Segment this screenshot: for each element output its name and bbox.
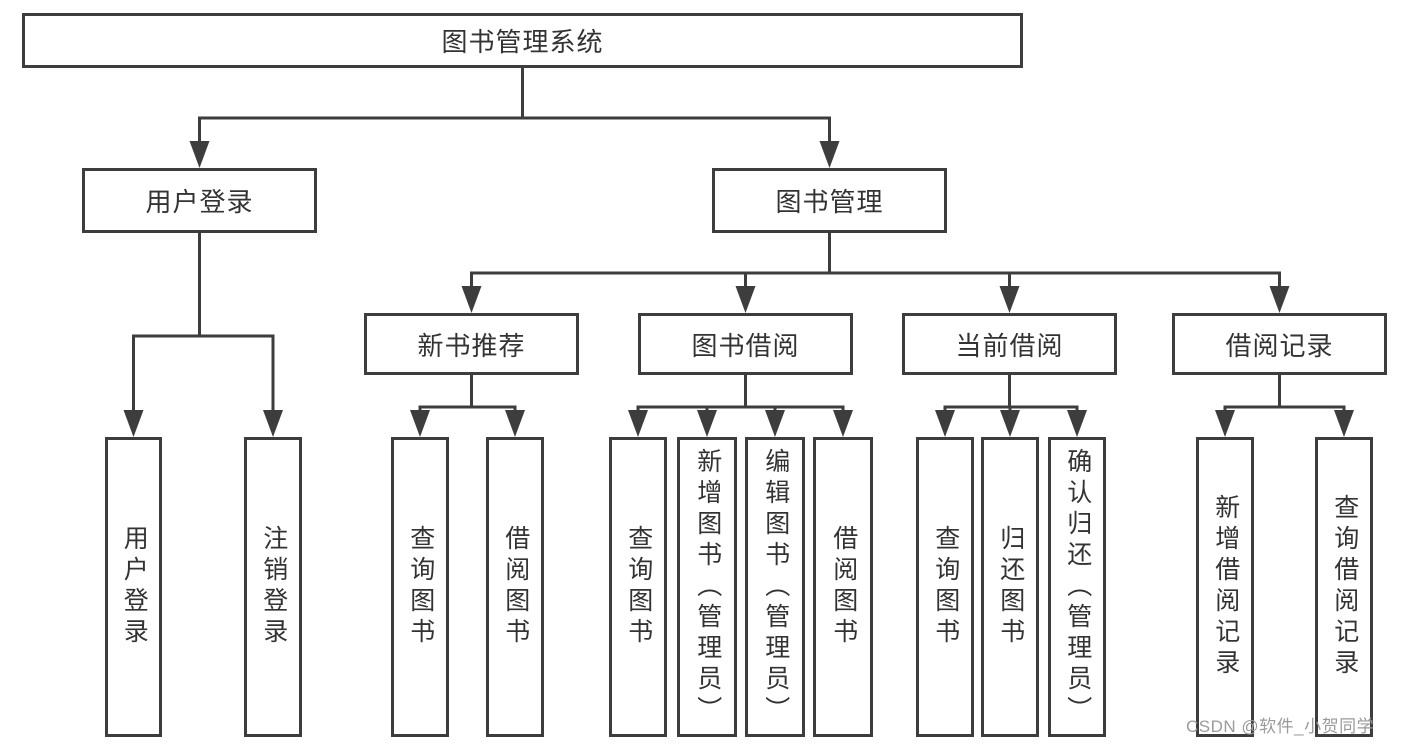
leaf-newbook-borrow-book: 借阅图书 xyxy=(486,437,544,737)
node-user-login-label: 用户登录 xyxy=(145,187,254,217)
leaf-record-query-borrow-record: 查询借阅记录 xyxy=(1315,437,1373,737)
node-current-borrow: 当前借阅 xyxy=(902,313,1117,375)
leaf-logout-login-label: 注销登录 xyxy=(259,525,288,649)
leaf-current-confirm-return-admin: 确认归还（管理员） xyxy=(1048,437,1106,737)
leaf-borrow-borrow-book-label: 借阅图书 xyxy=(829,525,858,649)
node-book-borrow: 图书借阅 xyxy=(638,313,853,375)
watermark: CSDN @软件_小贺同学 xyxy=(1186,717,1375,736)
leaf-newbook-query-book-label: 查询图书 xyxy=(406,525,435,649)
node-book-management: 图书管理 xyxy=(712,168,947,233)
leaf-borrow-add-book-admin-label: 新增图书（管理员） xyxy=(693,447,722,727)
leaf-logout-login: 注销登录 xyxy=(244,437,302,737)
leaf-current-query-book: 查询图书 xyxy=(916,437,974,737)
leaf-current-return-book: 归还图书 xyxy=(981,437,1039,737)
leaf-current-confirm-return-admin-label: 确认归还（管理员） xyxy=(1063,447,1092,727)
node-current-borrow-label: 当前借阅 xyxy=(955,330,1064,361)
node-user-login: 用户登录 xyxy=(82,168,317,233)
leaf-borrow-edit-book-admin-label: 编辑图书（管理员） xyxy=(761,447,790,727)
leaf-borrow-edit-book-admin: 编辑图书（管理员） xyxy=(745,437,805,737)
leaf-borrow-borrow-book: 借阅图书 xyxy=(813,437,873,737)
leaf-borrow-query-book: 查询图书 xyxy=(609,437,667,737)
node-book-borrow-label: 图书借阅 xyxy=(691,330,800,361)
leaf-newbook-query-book: 查询图书 xyxy=(391,437,449,737)
leaf-record-query-borrow-record-label: 查询借阅记录 xyxy=(1330,494,1359,680)
leaf-record-add-borrow-record: 新增借阅记录 xyxy=(1196,437,1254,737)
node-root-label: 图书管理系统 xyxy=(441,27,604,57)
leaf-newbook-borrow-book-label: 借阅图书 xyxy=(501,525,530,649)
leaf-record-add-borrow-record-label: 新增借阅记录 xyxy=(1211,494,1240,680)
node-borrow-record-label: 借阅记录 xyxy=(1225,330,1334,361)
leaf-borrow-query-book-label: 查询图书 xyxy=(624,525,653,649)
node-new-book-recommend: 新书推荐 xyxy=(364,313,579,375)
node-borrow-record: 借阅记录 xyxy=(1172,313,1387,375)
node-book-management-label: 图书管理 xyxy=(775,187,884,217)
node-new-book-recommend-label: 新书推荐 xyxy=(417,330,526,361)
leaf-user-login: 用户登录 xyxy=(105,437,162,737)
leaf-user-login-label: 用户登录 xyxy=(120,525,149,649)
leaf-current-return-book-label: 归还图书 xyxy=(996,525,1025,649)
leaf-borrow-add-book-admin: 新增图书（管理员） xyxy=(677,437,737,737)
leaf-current-query-book-label: 查询图书 xyxy=(931,525,960,649)
node-root: 图书管理系统 xyxy=(22,13,1023,68)
